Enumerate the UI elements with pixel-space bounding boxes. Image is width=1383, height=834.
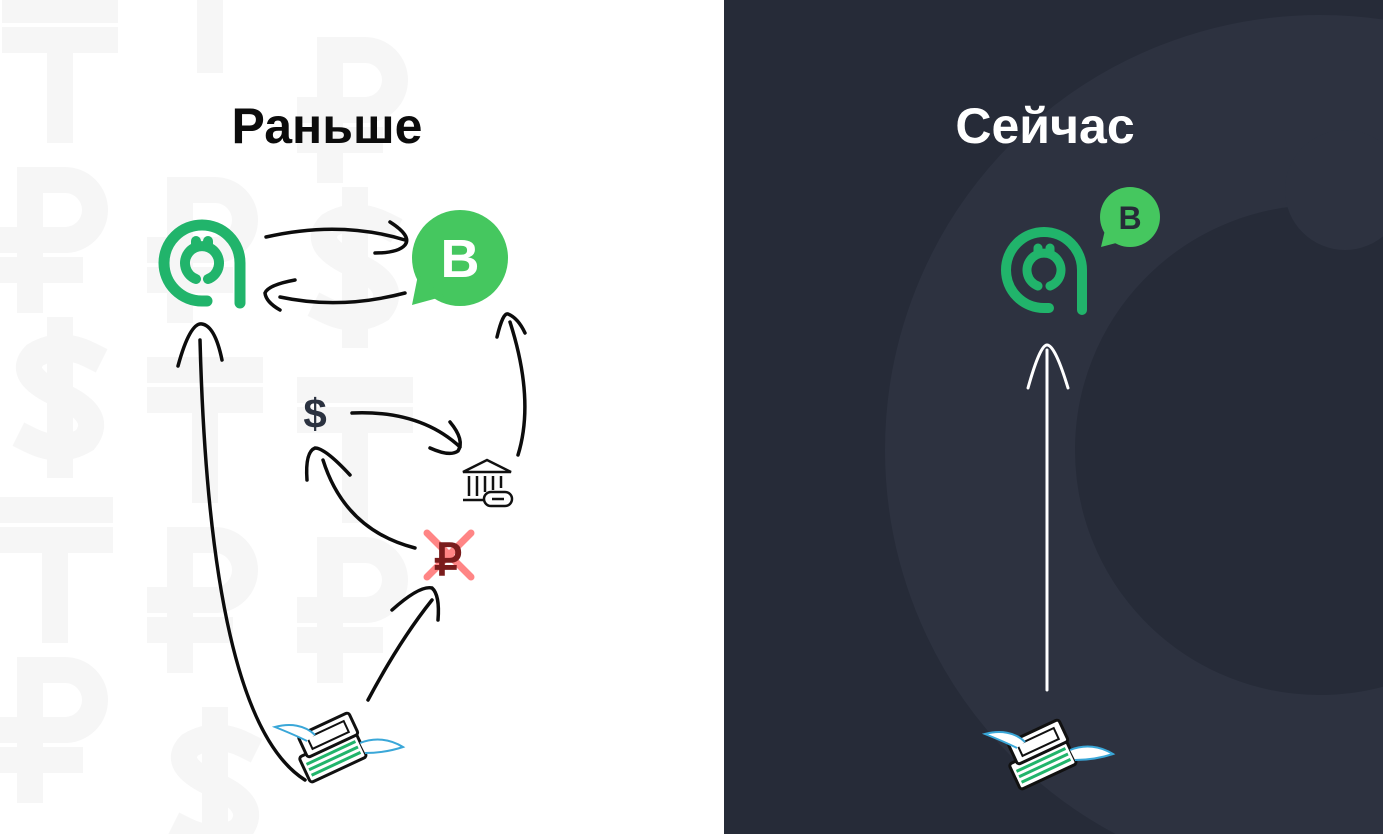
- brand-a-logo: [1001, 227, 1087, 315]
- bank-link-icon: [462, 458, 514, 508]
- background-ring: [885, 15, 1383, 834]
- now-title: Сейчас: [955, 98, 1134, 154]
- cross-icon: [423, 529, 475, 581]
- bubble-letter: B: [441, 229, 480, 289]
- business-chat-bubble-icon: B: [412, 210, 508, 306]
- ruble-symbol: ₽: [434, 536, 462, 585]
- flow-arrow: [1026, 343, 1070, 692]
- dollar-symbol: $: [303, 390, 326, 437]
- crossed-ruble-icon: ₽: [423, 529, 475, 585]
- flow-arrows: [176, 220, 527, 782]
- before-title: Раньше: [232, 98, 423, 154]
- bubble-letter: B: [1118, 200, 1141, 236]
- brand-a-logo: [158, 219, 246, 309]
- business-chat-bubble-icon: B: [1100, 187, 1160, 247]
